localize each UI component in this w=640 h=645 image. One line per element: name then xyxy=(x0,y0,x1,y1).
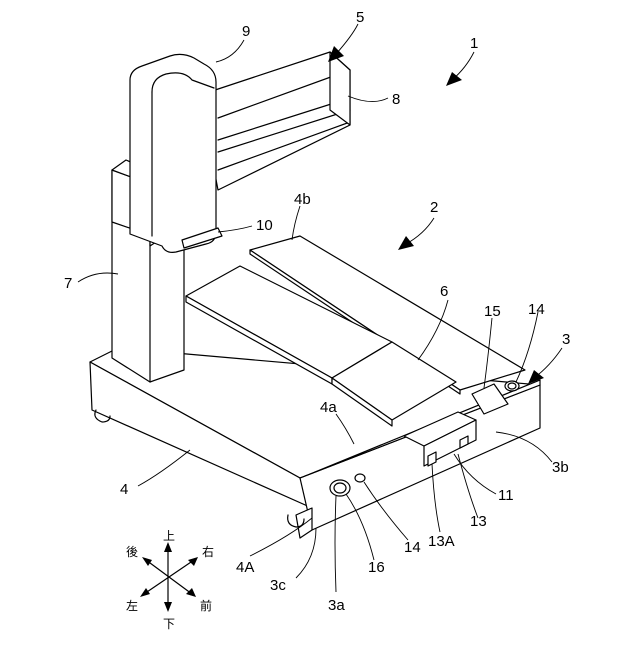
button-16-inner xyxy=(334,483,346,493)
arm-8 xyxy=(200,52,350,190)
arrow-2-head xyxy=(398,236,414,250)
label-13: 13 xyxy=(470,513,487,530)
label-2: 2 xyxy=(430,199,438,216)
label-13A: 13A xyxy=(428,533,455,550)
compass-label-front: 前 xyxy=(200,598,212,613)
lead-9 xyxy=(216,40,244,62)
label-15: 15 xyxy=(484,303,501,320)
label-5: 5 xyxy=(356,9,364,26)
label-9: 9 xyxy=(242,23,250,40)
compass-diag-b xyxy=(144,560,194,594)
label-3: 3 xyxy=(562,331,570,348)
label-14-right: 14 xyxy=(528,301,545,318)
label-6: 6 xyxy=(440,283,448,300)
compass-label-up: 上 xyxy=(163,529,175,543)
compass-down-arrow xyxy=(164,602,172,612)
arm-body xyxy=(200,52,350,190)
label-4a: 4a xyxy=(320,399,337,416)
compass-back-arrow xyxy=(142,557,152,566)
direction-compass: 上 下 後 前 左 右 xyxy=(126,529,214,631)
label-3c: 3c xyxy=(270,577,286,594)
lead-10 xyxy=(218,226,252,232)
compass-left-arrow xyxy=(140,588,150,597)
compass-right-arrow xyxy=(188,557,198,566)
label-10: 10 xyxy=(256,217,273,234)
label-14-front: 14 xyxy=(404,539,421,556)
compass-front-arrow xyxy=(186,588,196,597)
label-4b: 4b xyxy=(294,191,311,208)
lead-8 xyxy=(348,96,388,102)
arrow-5-shaft xyxy=(336,24,358,54)
label-4: 4 xyxy=(120,481,128,498)
label-11: 11 xyxy=(498,487,514,504)
lead-4 xyxy=(138,450,190,486)
label-8: 8 xyxy=(392,91,400,108)
compass-label-back: 後 xyxy=(126,545,138,559)
lead-13 xyxy=(458,454,478,518)
button-14-front xyxy=(355,474,365,482)
arrow-2-shaft xyxy=(406,218,434,244)
label-1: 1 xyxy=(470,35,478,52)
compass-label-right: 右 xyxy=(202,544,214,559)
label-3a: 3a xyxy=(328,597,345,614)
label-4A: 4A xyxy=(236,559,254,576)
lead-3a xyxy=(335,496,336,592)
label-7: 7 xyxy=(64,275,72,292)
lead-4b xyxy=(292,206,300,240)
compass-up-arrow xyxy=(164,542,172,552)
compass-label-down: 下 xyxy=(163,617,175,631)
arrow-1-head xyxy=(446,72,462,86)
head-9 xyxy=(130,54,222,252)
compass-label-left: 左 xyxy=(126,598,138,613)
housing-edge xyxy=(296,508,312,538)
label-16: 16 xyxy=(368,559,385,576)
button-14-right-inner xyxy=(508,383,516,389)
label-3b: 3b xyxy=(552,459,569,476)
